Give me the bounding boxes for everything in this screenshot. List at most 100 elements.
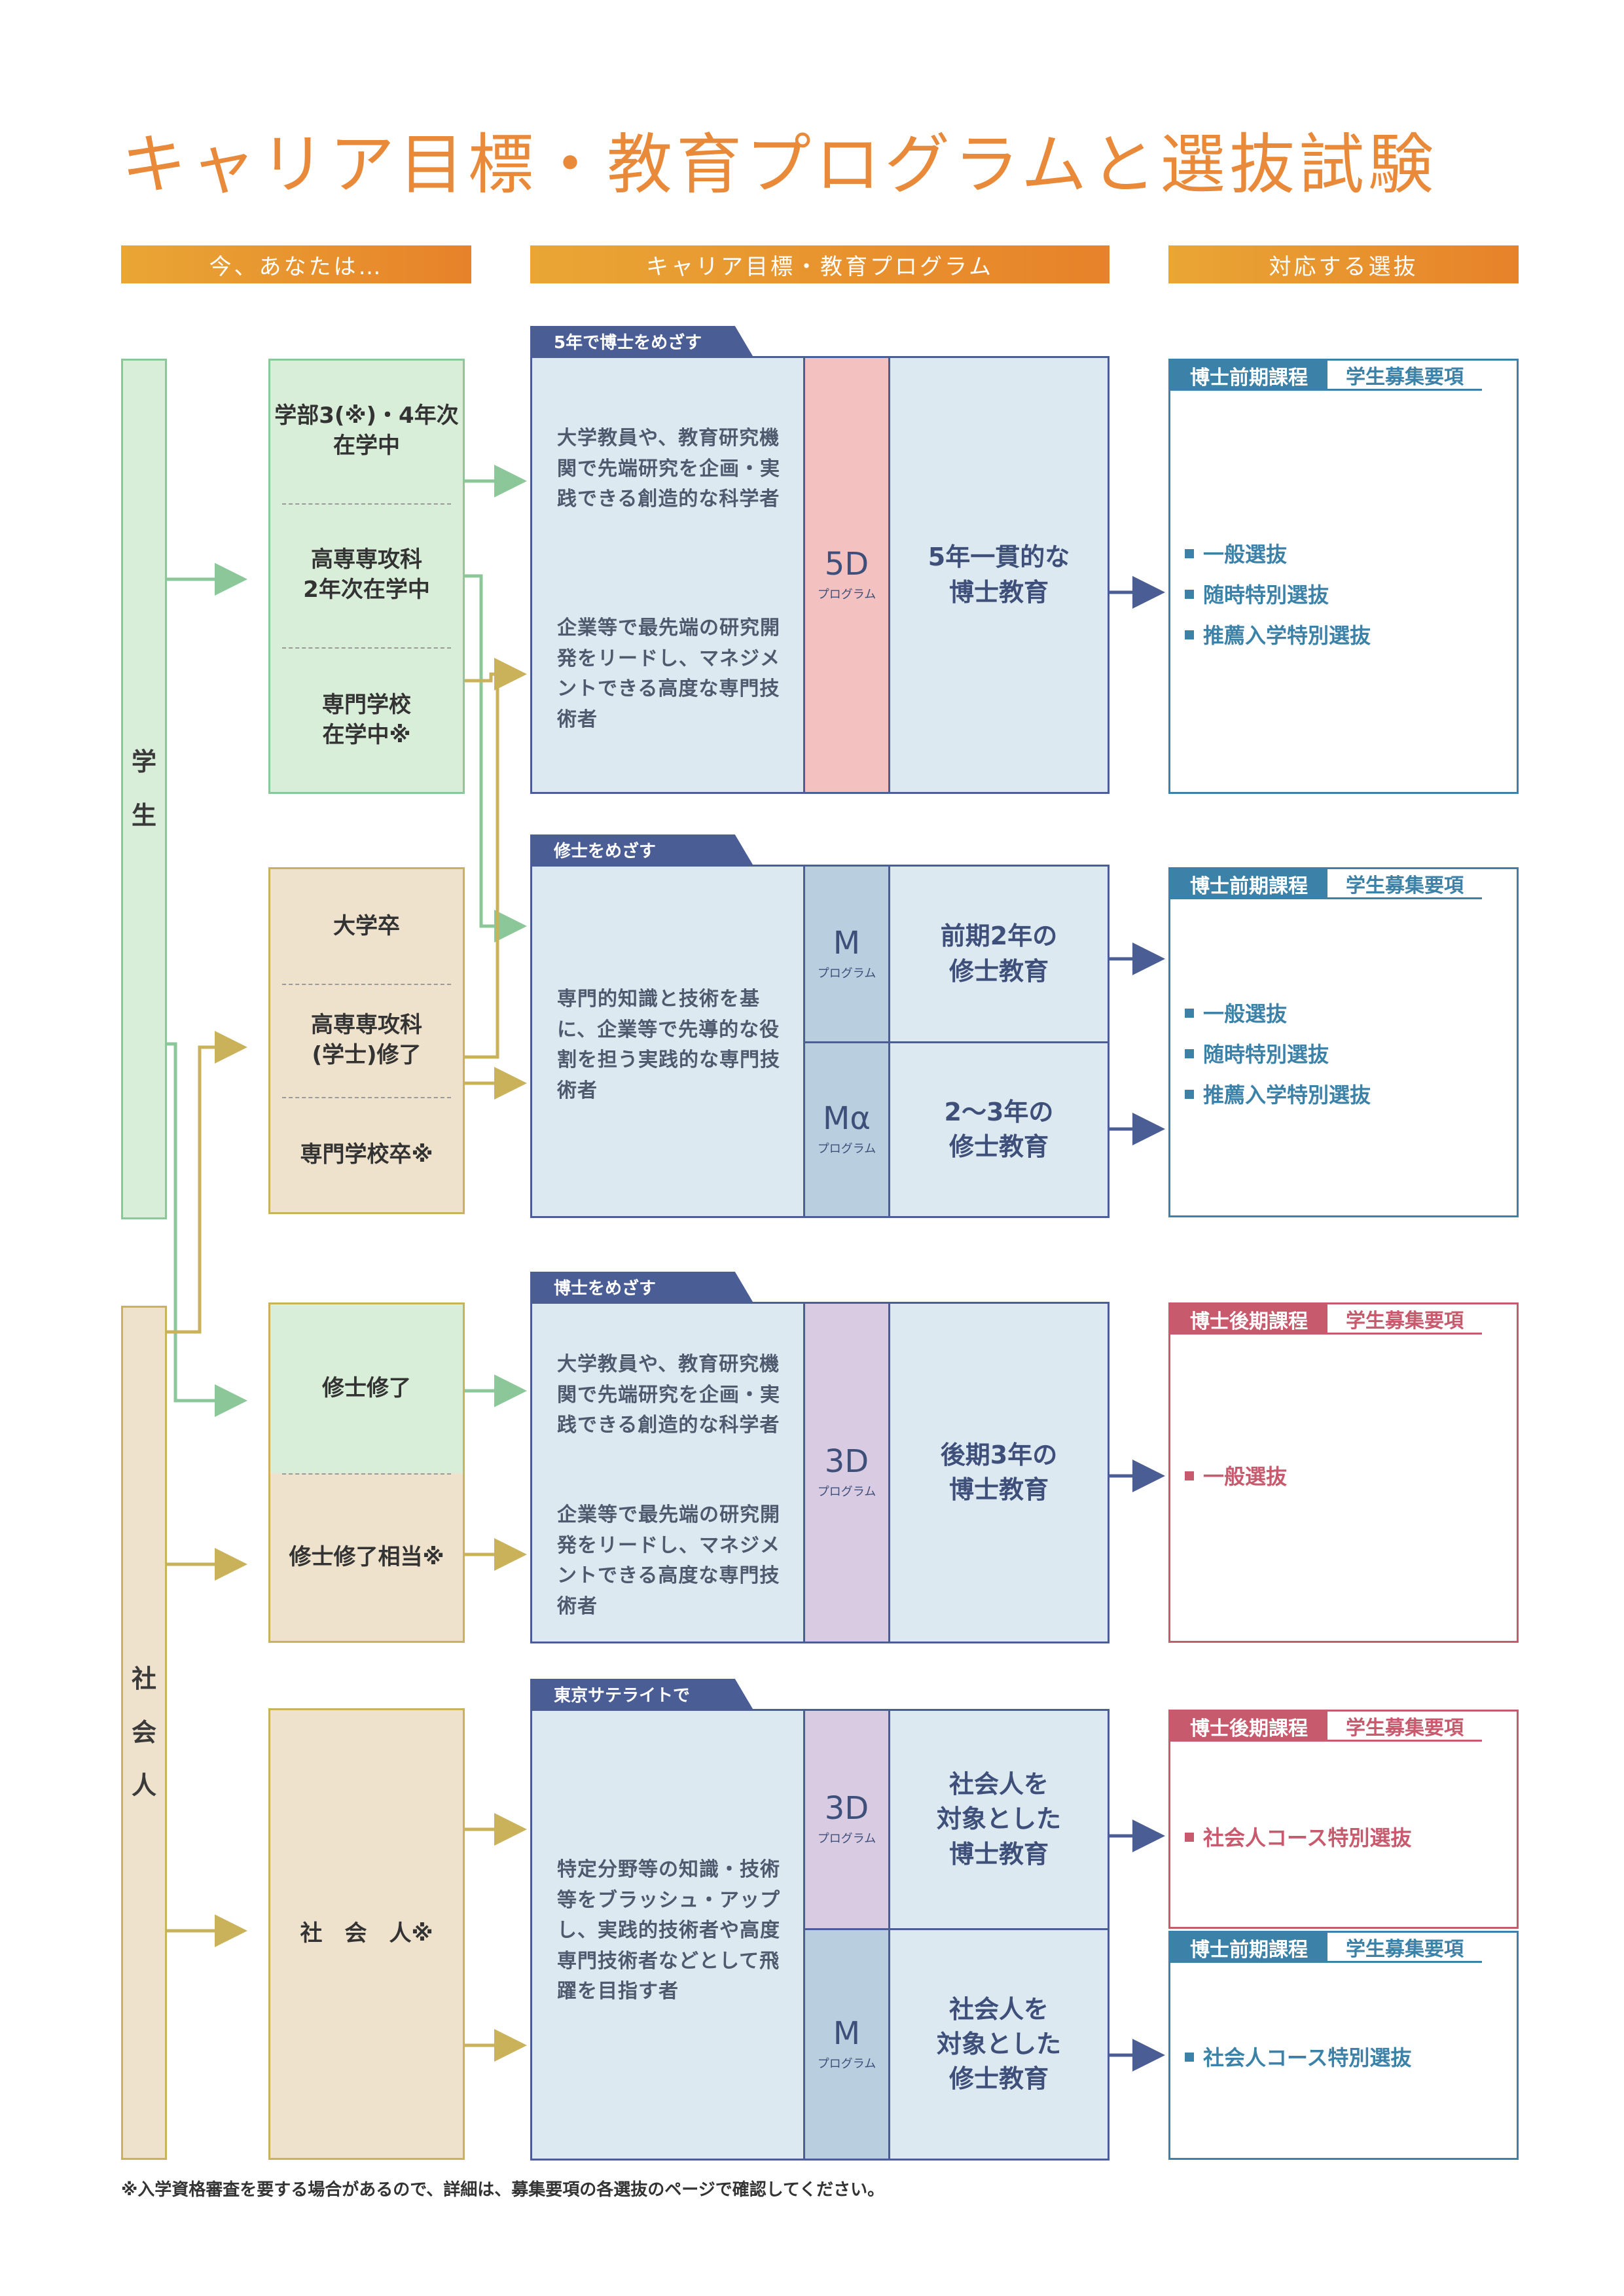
selection-header: 博士前期課程 学生募集要項 [1170, 1933, 1482, 1963]
status-group-graduate: 大学卒 高専専攻科 (学士)修了 専門学校卒※ [268, 867, 465, 1214]
program-code: M [833, 2015, 861, 2052]
status-univ-grad: 大学卒 [333, 912, 400, 939]
selection-header: 博士前期課程 学生募集要項 [1170, 361, 1482, 391]
program-label: プログラム [817, 2056, 876, 2071]
page-title: キャリア目標・教育プログラムと選抜試験 [121, 126, 1437, 203]
program-code: M [833, 924, 861, 961]
header-selection: 対応する選抜 [1168, 245, 1519, 283]
status-kosen-grad: 高専専攻科 (学士)修了 [311, 1012, 422, 1068]
selection-list: 社会人コース特別選抜 [1185, 1818, 1411, 1858]
program-desc: 企業等で最先端の研究開発をリードし、マネジメントできる高度な専門技術者 [557, 1503, 780, 1618]
divider [282, 984, 451, 985]
program-code: 3D [824, 1443, 869, 1480]
selection-item: 一般選抜 [1185, 994, 1371, 1034]
selection-header: 博士後期課程 学生募集要項 [1170, 1712, 1482, 1742]
selection-course: 博士前期課程 [1170, 869, 1327, 899]
category-student-char: 生 [131, 800, 156, 830]
program-badge-m-worker: M プログラム [803, 1930, 890, 2159]
header-programs: キャリア目標・教育プログラム [530, 245, 1110, 283]
status-master-equiv: 修士修了相当※ [289, 1544, 444, 1571]
program-desc: 専門的知識と技術を基に、企業等で先導的な役割を担う実践的な専門技術者 [557, 988, 780, 1102]
footnote: ※入学資格審査を要する場合があるので、詳細は、募集要項の各選抜のページで確認して… [121, 2180, 885, 2200]
selection-item: 一般選抜 [1185, 534, 1371, 575]
program-tab-master: 修士をめざす [530, 834, 753, 865]
divider [282, 1473, 451, 1475]
program-code: 5D [824, 545, 869, 583]
selection-list: 一般選抜 随時特別選抜 推薦入学特別選抜 [1185, 534, 1371, 656]
program-box-tokyo: 特定分野等の知識・技術等をブラッシュ・アップし、実践的技術者や高度専門技術者など… [530, 1709, 1110, 2161]
status-vocational: 専門学校 在学中※ [322, 691, 411, 748]
selection-item: 推薦入学特別選抜 [1185, 1075, 1371, 1115]
divider [282, 1097, 451, 1098]
selection-list: 一般選抜 [1185, 1456, 1287, 1497]
header-current: 今、あなたは… [121, 245, 471, 283]
category-student-char: 学 [131, 747, 156, 776]
category-worker: 社 会 人 [121, 1306, 167, 2160]
selection-guide-link[interactable]: 学生募集要項 [1327, 869, 1482, 899]
selection-box: 博士後期課程 学生募集要項 社会人コース特別選抜 [1168, 1710, 1519, 1929]
program-box-5d: 大学教員や、教育研究機関で先端研究を企画・実践できる創造的な科学者 企業等で最先… [530, 356, 1110, 794]
status-master-done: 修士修了 [270, 1304, 463, 1473]
program-tab-5d: 5年で博士をめざす [530, 326, 753, 356]
program-label: プログラム [817, 1142, 876, 1156]
program-tab-tokyo: 東京サテライトで [530, 1679, 753, 1709]
program-code: 3D [824, 1790, 869, 1827]
selection-course: 博士前期課程 [1170, 361, 1327, 391]
program-badge-m: M プログラム [803, 867, 890, 1041]
divider [282, 503, 451, 505]
program-badge-5d: 5D プログラム [803, 358, 890, 792]
selection-header: 博士後期課程 学生募集要項 [1170, 1304, 1482, 1335]
program-name: 後期3年の 博士教育 [940, 1440, 1058, 1504]
selection-guide-link[interactable]: 学生募集要項 [1327, 1712, 1482, 1742]
program-name: 社会人を 対象とした 修士教育 [936, 1994, 1061, 2094]
divider [803, 1928, 1108, 1930]
program-badge-3d: 3D プログラム [803, 1304, 890, 1641]
selection-list: 一般選抜 随時特別選抜 推薦入学特別選抜 [1185, 994, 1371, 1115]
program-name: 社会人を 対象とした 博士教育 [936, 1770, 1061, 1869]
program-name: 2〜3年の 修士教育 [944, 1097, 1054, 1161]
selection-box: 博士前期課程 学生募集要項 一般選抜 随時特別選抜 推薦入学特別選抜 [1168, 867, 1519, 1217]
status-group-master: 修士修了 修士修了相当※ [268, 1302, 465, 1643]
status-undergrad: 学部3(※)・4年次 在学中 [274, 402, 459, 459]
category-student: 学 生 [121, 359, 167, 1219]
selection-box: 博士前期課程 学生募集要項 社会人コース特別選抜 [1168, 1931, 1519, 2160]
divider [803, 1041, 1108, 1043]
selection-guide-link[interactable]: 学生募集要項 [1327, 1304, 1482, 1335]
program-desc: 特定分野等の知識・技術等をブラッシュ・アップし、実践的技術者や高度専門技術者など… [557, 1858, 780, 2003]
selection-item: 随時特別選抜 [1185, 575, 1371, 615]
program-code: Mα [822, 1100, 871, 1137]
selection-guide-link[interactable]: 学生募集要項 [1327, 361, 1482, 391]
program-desc: 企業等で最先端の研究開発をリードし、マネジメントできる高度な専門技術者 [557, 617, 780, 731]
program-label: プログラム [817, 587, 876, 601]
program-badge-malpha: Mα プログラム [803, 1043, 890, 1216]
selection-item: 一般選抜 [1185, 1456, 1287, 1497]
program-label: プログラム [817, 1832, 876, 1846]
selection-item: 社会人コース特別選抜 [1185, 2037, 1411, 2078]
program-label: プログラム [817, 966, 876, 980]
status-group-enrolled: 学部3(※)・4年次 在学中 高専専攻科 2年次在学中 専門学校 在学中※ [268, 359, 465, 794]
program-badge-3d-worker: 3D プログラム [803, 1711, 890, 1928]
program-desc: 大学教員や、教育研究機関で先端研究を企画・実践できる創造的な科学者 [557, 427, 780, 511]
program-name: 5年一貫的な 博士教育 [928, 543, 1070, 607]
selection-course: 博士後期課程 [1170, 1304, 1327, 1335]
program-box-master: 専門的知識と技術を基に、企業等で先導的な役割を担う実践的な専門技術者 M プログ… [530, 865, 1110, 1218]
category-worker-char: 社 [131, 1664, 156, 1694]
program-label: プログラム [817, 1485, 876, 1499]
selection-header: 博士前期課程 学生募集要項 [1170, 869, 1482, 899]
category-worker-char: 人 [131, 1771, 156, 1801]
selection-list: 社会人コース特別選抜 [1185, 2037, 1411, 2078]
program-name: 前期2年の 修士教育 [940, 922, 1058, 986]
selection-box: 博士前期課程 学生募集要項 一般選抜 随時特別選抜 推薦入学特別選抜 [1168, 359, 1519, 794]
program-desc: 大学教員や、教育研究機関で先端研究を企画・実践できる創造的な科学者 [557, 1353, 780, 1437]
selection-box: 博士後期課程 学生募集要項 一般選抜 [1168, 1302, 1519, 1643]
category-worker-char: 会 [131, 1717, 156, 1747]
selection-item: 推薦入学特別選抜 [1185, 615, 1371, 656]
selection-item: 社会人コース特別選抜 [1185, 1818, 1411, 1858]
selection-item: 随時特別選抜 [1185, 1034, 1371, 1075]
selection-course: 博士前期課程 [1170, 1933, 1327, 1963]
status-worker: 社 会 人※ [268, 1708, 465, 2160]
status-kosen-2nd: 高専専攻科 2年次在学中 [303, 546, 430, 603]
program-box-3d: 大学教員や、教育研究機関で先端研究を企画・実践できる創造的な科学者 企業等で最先… [530, 1302, 1110, 1643]
selection-guide-link[interactable]: 学生募集要項 [1327, 1933, 1482, 1963]
